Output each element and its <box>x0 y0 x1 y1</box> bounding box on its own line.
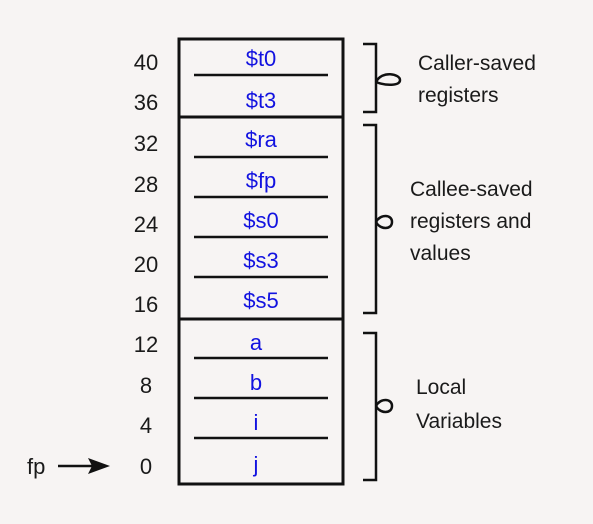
offset-labels: 40 36 32 28 24 20 16 12 8 4 0 <box>134 50 158 479</box>
local-vars-label-line2: Variables <box>416 410 502 433</box>
offset-label: 16 <box>134 292 158 317</box>
slot-t0: $t0 <box>246 46 277 71</box>
offset-label: 24 <box>134 212 158 237</box>
offset-label: 8 <box>140 373 152 398</box>
offset-label: 36 <box>134 90 158 115</box>
slot-j: j <box>253 452 259 477</box>
callee-saved-label-line1: Callee-saved <box>410 178 533 201</box>
slot-a: a <box>250 330 263 355</box>
frame-pointer-label: fp <box>27 454 45 479</box>
slot-s3: $s3 <box>243 248 278 273</box>
slot-i: i <box>254 410 259 435</box>
local-vars-brace <box>363 331 378 482</box>
callee-saved-label-line2: registers and <box>410 210 531 233</box>
offset-label: 0 <box>140 454 152 479</box>
slot-separators <box>194 73 328 440</box>
slot-labels: $t0 $t3 $ra $fp $s0 $s3 $s5 a b i j <box>243 46 278 477</box>
offset-label: 4 <box>140 413 152 438</box>
slot-ra: $ra <box>245 127 278 152</box>
slot-t3: $t3 <box>246 88 277 113</box>
caller-saved-brace <box>363 42 378 114</box>
callee-saved-label-line3: values <box>410 242 471 265</box>
slot-fp: $fp <box>246 168 277 193</box>
frame-pointer-arrow-head <box>88 458 110 474</box>
callee-saved-brace-tip <box>374 214 394 230</box>
offset-label: 40 <box>134 50 158 75</box>
stack-frame-box <box>177 37 345 486</box>
slot-s0: $s0 <box>243 208 278 233</box>
offset-label: 32 <box>134 131 158 156</box>
local-vars-label-line1: Local <box>416 376 466 399</box>
offset-label: 12 <box>134 332 158 357</box>
slot-s5: $s5 <box>243 288 278 313</box>
offset-label: 20 <box>134 252 158 277</box>
callee-saved-brace <box>363 123 378 315</box>
slot-b: b <box>250 370 262 395</box>
caller-saved-label-line1: Caller-saved <box>418 52 536 75</box>
caller-saved-brace-tip <box>374 73 402 86</box>
caller-saved-label-line2: registers <box>418 84 499 107</box>
local-vars-brace-tip <box>374 398 394 414</box>
offset-label: 28 <box>134 172 158 197</box>
